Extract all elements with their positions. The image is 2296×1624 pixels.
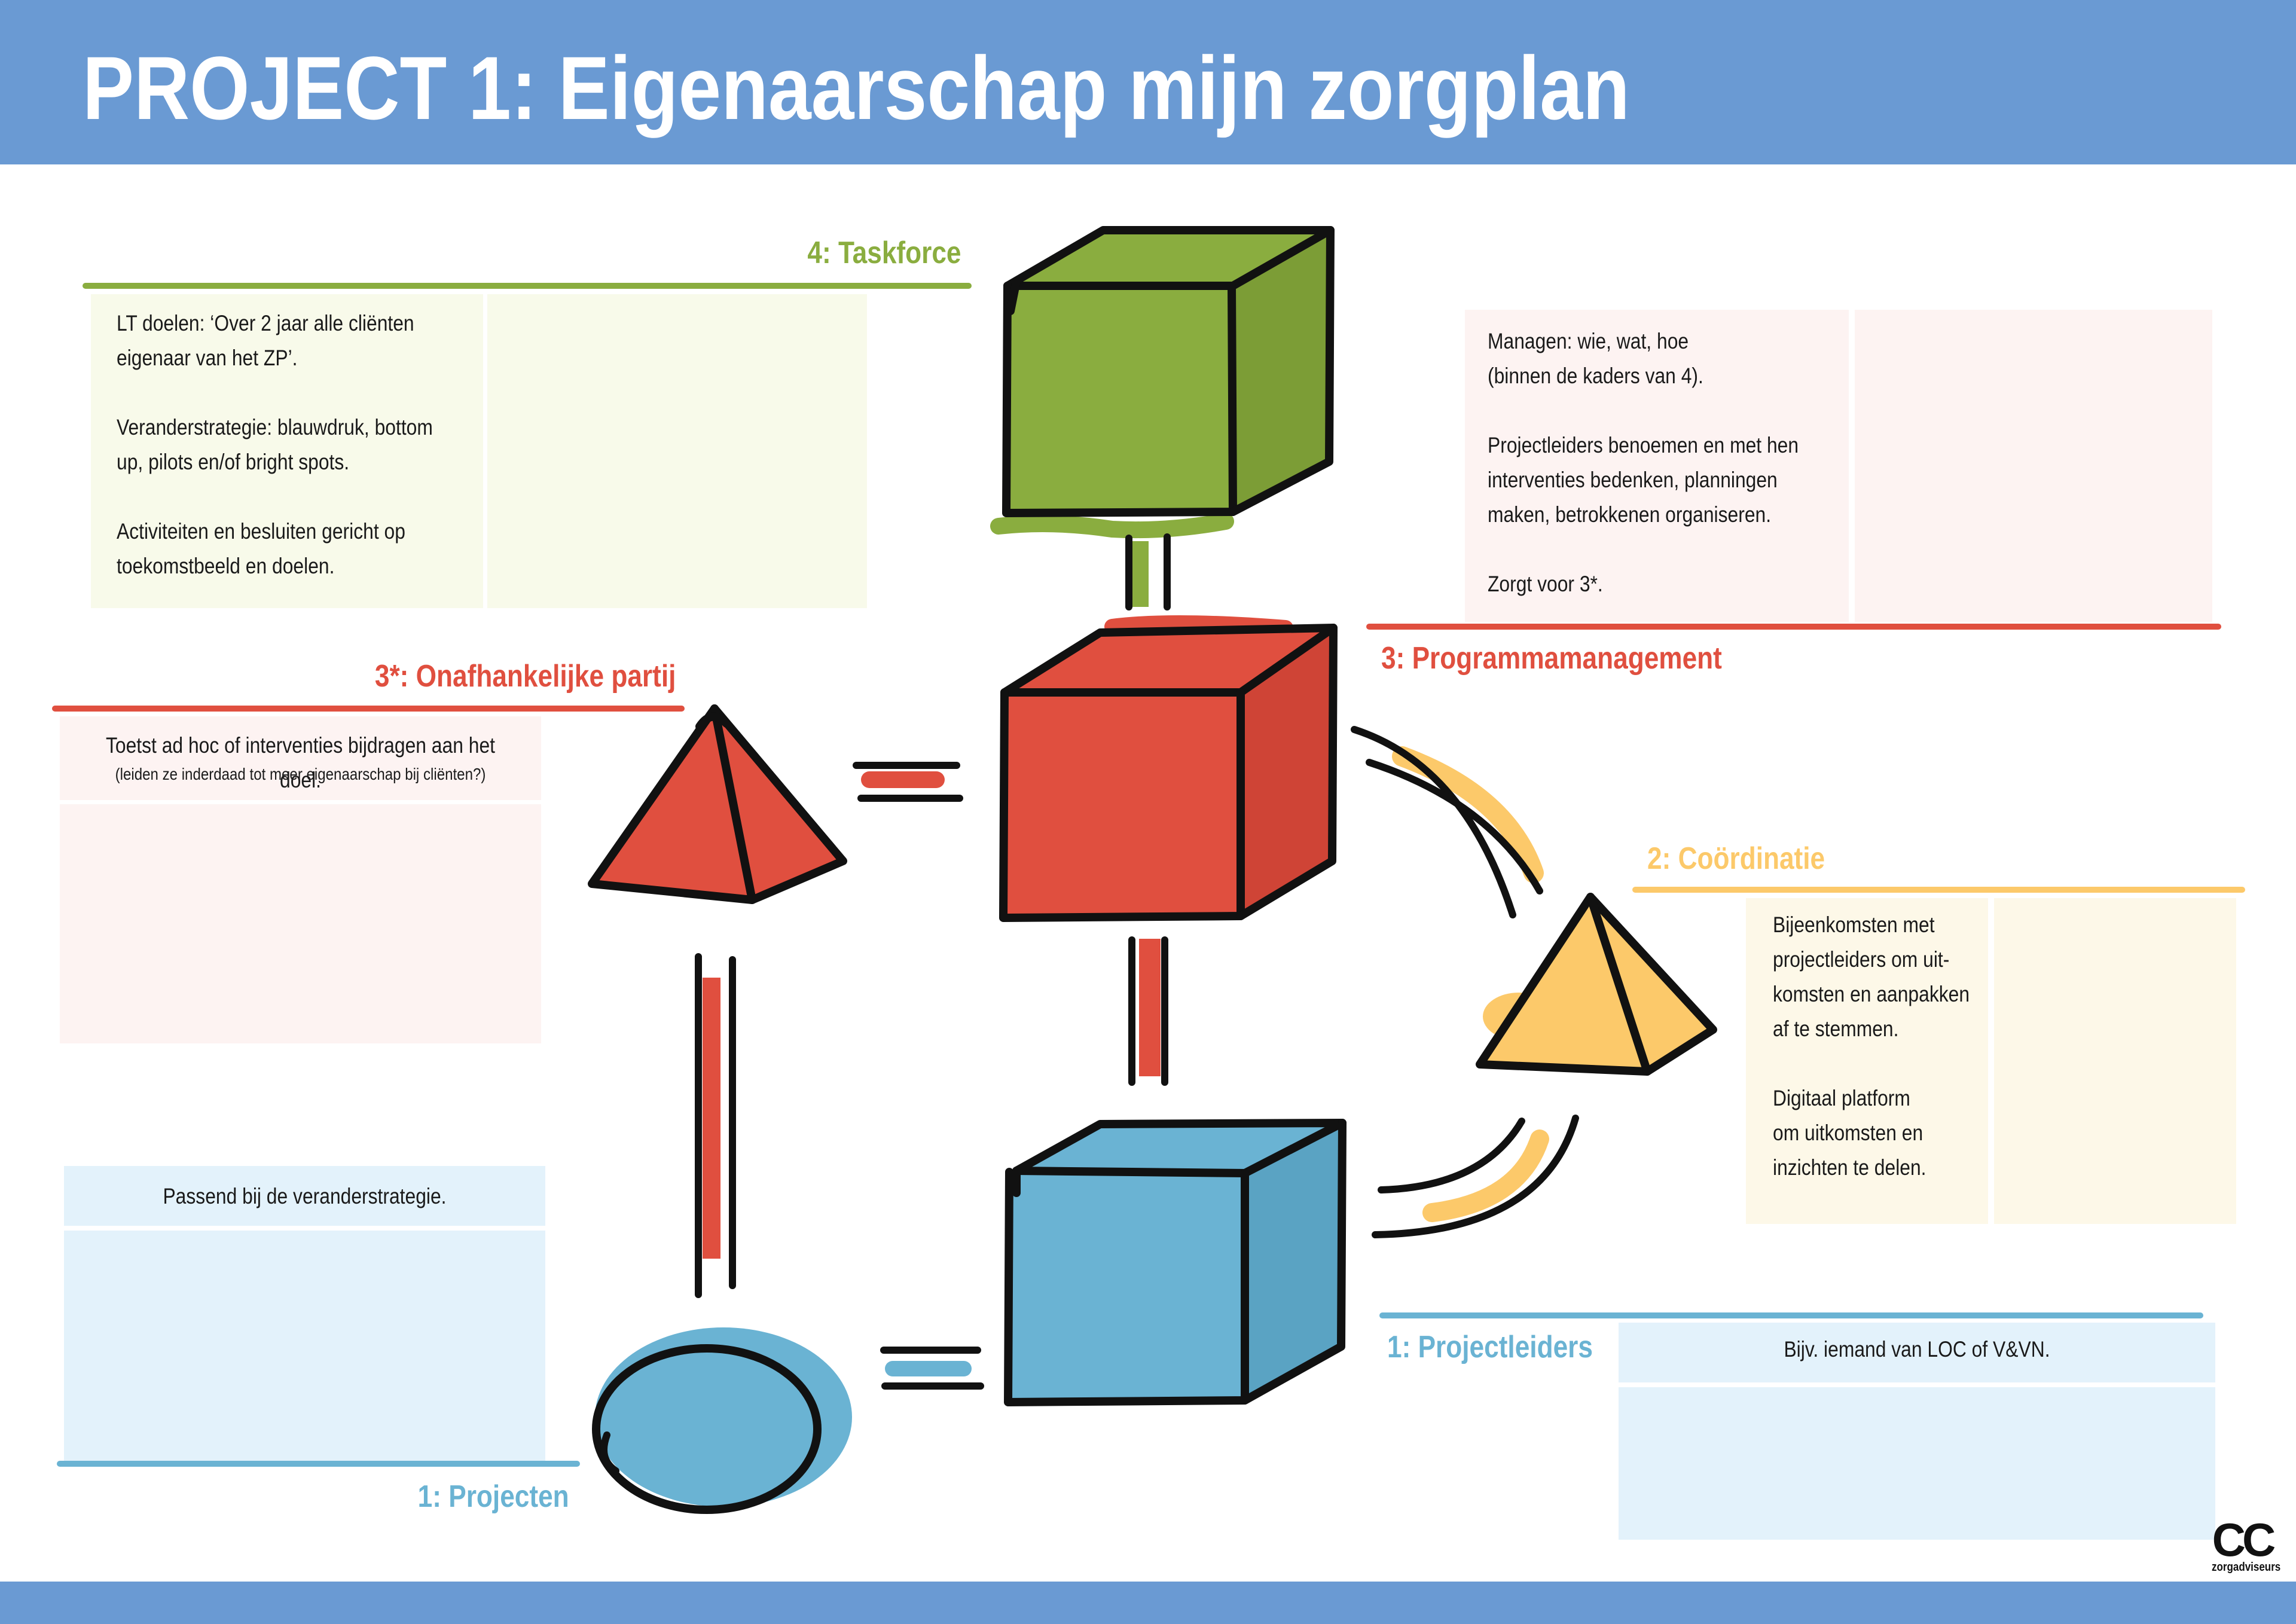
projecten-label: 1: Projecten (417, 1479, 569, 1514)
coordinatie-label: 2: Coördinatie (1647, 841, 1825, 876)
logo-mark: CC (2212, 1513, 2276, 1566)
programma-panel-empty (1855, 310, 2212, 622)
logo-subtitle: zorgadviseurs (2212, 1561, 2281, 1574)
coordinatie-panel-empty (1994, 898, 2236, 1224)
taskforce-label: 4: Taskforce (807, 236, 961, 270)
taskforce-panel-empty (487, 294, 867, 608)
onafhankelijke-panel-text (60, 716, 541, 800)
taskforce-panel-text (91, 294, 483, 608)
projecten-text: Passend bij de veranderstrategie. (163, 1184, 447, 1208)
programma-text: Managen: wie, wat, hoe (binnen de kaders… (1488, 329, 1799, 596)
projecten-panel-text (64, 1166, 545, 1226)
coordinatie-panel-text (1746, 898, 1988, 1224)
projectleiders-panel-text (1619, 1323, 2215, 1382)
connector-onafhankelijke-programma (853, 762, 963, 802)
connector-programma-coordinatie (1351, 726, 1544, 918)
onafhankelijke-label: 3*: Onafhankelijke partij (374, 659, 676, 694)
onafhankelijke-note: (leiden ze inderdaad tot meer eigenaarsc… (115, 765, 486, 783)
projectleiders-panel-empty (1619, 1387, 2215, 1540)
connector-coordinatie-projectleiders (1372, 1115, 1579, 1238)
programma-label: 3: Programmamanagement (1381, 641, 1722, 676)
onafhankelijke-pyramid (588, 704, 847, 904)
header-bar: PROJECT 1: Eigenaarschap mijn zorgplan (0, 0, 2296, 164)
coordinatie-pyramid (1476, 893, 1717, 1076)
onafhankelijke-panel-empty (60, 804, 541, 1043)
cc-zorgadviseurs-logo: CC zorgadviseurs (2206, 1513, 2281, 1574)
projectleiders-label: 1: Projectleiders (1387, 1330, 1593, 1364)
page-title: PROJECT 1: Eigenaarschap mijn zorgplan (83, 38, 1630, 138)
programma-panel-text (1465, 310, 1849, 622)
programmamanagement-cube (999, 615, 1338, 922)
connector-onafhankelijke-projecten (695, 953, 736, 1298)
connector-taskforce-programma (1125, 533, 1171, 610)
footer-bar (0, 1582, 2296, 1624)
projecten-ellipse (592, 1327, 852, 1514)
onafhankelijke-text: Toetst ad hoc of interventies bijdragen … (106, 733, 495, 792)
projectleiders-cube (1004, 1119, 1347, 1406)
taskforce-cube (990, 226, 1335, 539)
connector-projecten-projectleiders (880, 1347, 984, 1390)
connector-programma-projectleiders (1128, 936, 1168, 1086)
projecten-panel-empty (64, 1231, 545, 1461)
taskforce-text: LT doelen: ‘Over 2 jaar alle cliënten ei… (117, 311, 433, 578)
coordinatie-text: Bijeenkomsten met projectleiders om uit-… (1773, 912, 1970, 1180)
projectleiders-text: Bijv. iemand van LOC of V&VN. (1784, 1337, 2050, 1362)
